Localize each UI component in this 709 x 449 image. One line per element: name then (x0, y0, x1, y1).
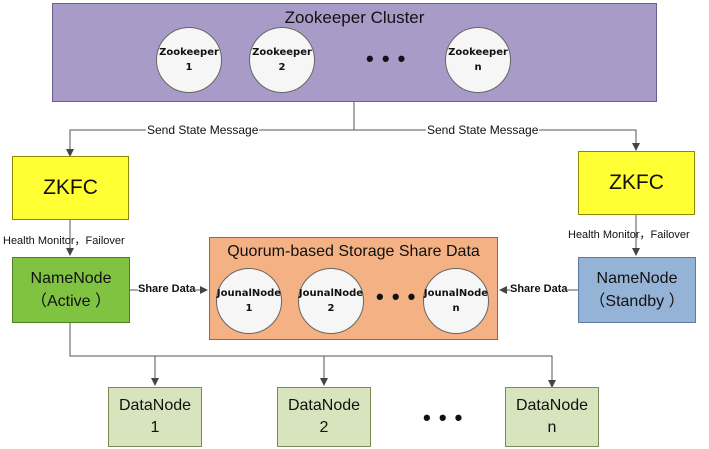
share-data-label-right: Share Data (510, 283, 568, 295)
namenode-active: NameNode （Active ） (12, 257, 130, 323)
journalnode-1: JounalNode 1 (216, 268, 282, 334)
zookeeper-node-2: Zookeeper 2 (249, 27, 315, 93)
zkfc-left: ZKFC (12, 156, 129, 220)
journalnode-name: JounalNode (423, 287, 489, 299)
journalnode-name: JounalNode (298, 287, 364, 299)
send-state-label-left: Send State Message (146, 123, 260, 137)
zookeeper-cluster-title: Zookeeper Cluster (284, 8, 425, 27)
zookeeper-node-name: Zookeeper (159, 46, 219, 58)
datanode-ellipsis: • • • (423, 405, 464, 430)
zkfc-right-label: ZKFC (609, 171, 664, 194)
datanode-1: DataNode 1 (108, 387, 202, 447)
health-monitor-label-left: Health Monitor，Failover (3, 235, 125, 247)
send-state-label-right: Send State Message (426, 123, 540, 137)
namenode-active-state: （Active ） (30, 293, 112, 310)
datanode-name: DataNode (118, 396, 192, 414)
zookeeper-node-n: Zookeeper n (445, 27, 511, 93)
share-data-label-left: Share Data (138, 283, 196, 295)
zookeeper-node-index: n (474, 62, 482, 73)
journalnode-index: n (452, 303, 460, 314)
journalnode-ellipsis: • • • (376, 284, 417, 309)
datanode-bus-line (69, 323, 553, 385)
namenode-standby-state: （Standby ） (589, 293, 685, 310)
zookeeper-node-index: 2 (278, 62, 286, 73)
zkfc-right: ZKFC (578, 151, 695, 215)
datanode-name: DataNode (515, 396, 589, 414)
datanode-index: 2 (319, 419, 329, 436)
health-monitor-label-right: Health Monitor，Failover (568, 229, 690, 241)
journalnode-2: JounalNode 2 (298, 268, 364, 334)
journalnode-n: JounalNode n (423, 268, 489, 334)
zkfc-left-label: ZKFC (43, 176, 98, 199)
namenode-standby-name: NameNode (596, 269, 678, 287)
namenode-standby: NameNode （Standby ） (578, 257, 696, 323)
datanode-name: DataNode (287, 396, 361, 414)
zookeeper-cluster: Zookeeper Cluster Zookeeper 1 Zookeeper … (52, 3, 657, 102)
zookeeper-ellipsis: • • • (366, 46, 407, 71)
datanode-2: DataNode 2 (277, 387, 371, 447)
zookeeper-node-1: Zookeeper 1 (156, 27, 222, 93)
datanode-index: n (547, 419, 557, 436)
namenode-active-name: NameNode (30, 269, 112, 287)
journalnode-index: 2 (327, 303, 335, 314)
journalnode-index: 1 (245, 303, 253, 314)
datanode-index: 1 (150, 419, 160, 436)
quorum-storage-title: Quorum-based Storage Share Data (227, 243, 480, 260)
zookeeper-node-index: 1 (185, 62, 193, 73)
journalnode-name: JounalNode (216, 287, 282, 299)
zookeeper-node-name: Zookeeper (448, 46, 508, 58)
zookeeper-node-name: Zookeeper (252, 46, 312, 58)
quorum-storage: Quorum-based Storage Share Data JounalNo… (209, 237, 498, 340)
datanode-n: DataNode n (505, 387, 599, 447)
